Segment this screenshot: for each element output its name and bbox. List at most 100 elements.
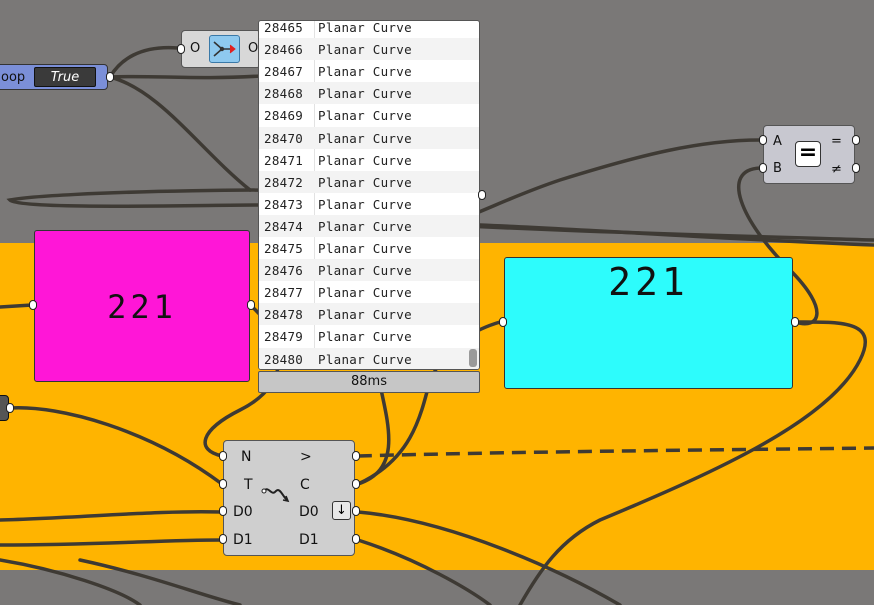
wire xyxy=(478,223,874,247)
panel-scrollbar[interactable] xyxy=(469,349,477,367)
row-index: 28467 xyxy=(264,64,304,80)
output-grip[interactable] xyxy=(352,451,360,461)
wire xyxy=(108,45,180,79)
output-grip[interactable] xyxy=(352,479,360,489)
toggle-label: oop xyxy=(1,70,26,85)
panel-divider xyxy=(314,21,315,369)
row-text: Planar Curve xyxy=(318,64,412,80)
row-text: Planar Curve xyxy=(318,285,412,301)
row-index: 28473 xyxy=(264,196,304,212)
output-grip[interactable] xyxy=(791,317,799,327)
input-b-label: B xyxy=(773,161,782,176)
row-index: 28468 xyxy=(264,86,304,102)
input-grip[interactable] xyxy=(177,44,185,54)
row-index: 28479 xyxy=(264,329,304,345)
output-grip[interactable] xyxy=(6,403,14,413)
input-a-label: A xyxy=(773,134,782,149)
list-item: 28480 Planar Curve xyxy=(259,347,479,369)
row-text: Planar Curve xyxy=(318,86,412,102)
row-text: Planar Curve xyxy=(318,20,412,35)
panel-timer: 88ms xyxy=(258,371,480,393)
wire xyxy=(108,75,252,192)
row-text: Planar Curve xyxy=(318,241,412,256)
output-gt-label: > xyxy=(300,449,312,465)
list-item: 28466 Planar Curve xyxy=(259,38,479,61)
input-grip[interactable] xyxy=(219,534,227,544)
input-t-label: T xyxy=(244,477,253,493)
list-item: 28479 Planar Curve xyxy=(259,325,479,347)
output-grip[interactable] xyxy=(106,72,114,82)
magenta-panel[interactable]: 221 xyxy=(34,230,250,382)
equals-icon: = xyxy=(795,141,821,167)
list-item: 28467 Planar Curve xyxy=(259,60,479,82)
row-text: Planar Curve xyxy=(318,307,412,323)
row-index: 28476 xyxy=(264,263,304,279)
input-grip[interactable] xyxy=(759,163,767,173)
row-text: Planar Curve xyxy=(318,42,412,58)
row-index: 28466 xyxy=(264,42,304,58)
output-d0-label: D0 xyxy=(299,504,319,520)
row-text: Planar Curve xyxy=(318,329,412,345)
magenta-panel-value: 221 xyxy=(107,288,177,326)
row-text: Planar Curve xyxy=(318,351,412,367)
list-item: 28470 Planar Curve xyxy=(259,126,479,149)
row-text: Planar Curve xyxy=(318,130,412,146)
toggle-value[interactable]: True xyxy=(34,67,96,87)
input-grip[interactable] xyxy=(219,451,227,461)
output-c-label: C xyxy=(300,477,310,493)
input-grip[interactable] xyxy=(219,506,227,516)
row-index: 28475 xyxy=(264,241,304,256)
input-grip[interactable] xyxy=(219,479,227,489)
row-text: Planar Curve xyxy=(318,174,412,190)
input-grip[interactable] xyxy=(499,317,507,327)
cyan-panel[interactable]: 221 xyxy=(504,257,793,389)
row-text: Planar Curve xyxy=(318,218,412,234)
shatter-icon xyxy=(209,35,240,63)
equality-component[interactable]: A B = = ≠ xyxy=(763,125,855,184)
list-item: 28476 Planar Curve xyxy=(259,259,479,282)
input-n-label: N xyxy=(241,449,252,465)
row-index: 28472 xyxy=(264,174,304,190)
input-d0-label: D0 xyxy=(233,504,253,520)
output-grip[interactable] xyxy=(352,506,360,516)
top-component[interactable]: O O xyxy=(181,30,261,68)
input-d1-label: D1 xyxy=(233,532,253,548)
row-index: 28469 xyxy=(264,108,304,124)
output-grip[interactable] xyxy=(478,190,486,200)
boolean-toggle[interactable]: oop True xyxy=(0,64,108,90)
flip-arrow-icon[interactable]: ↓ xyxy=(332,501,351,520)
stream-filter-component[interactable]: N T D0 D1 > C D0 D1 ↓ xyxy=(223,440,355,556)
output-d1-label: D1 xyxy=(299,532,319,548)
output-grip[interactable] xyxy=(852,163,860,173)
list-item: 28474 Planar Curve xyxy=(259,214,479,237)
output-grip[interactable] xyxy=(352,534,360,544)
row-text: Planar Curve xyxy=(318,108,412,124)
list-item: 28472 Planar Curve xyxy=(259,170,479,193)
row-index: 28470 xyxy=(264,130,304,146)
row-index: 28465 xyxy=(264,20,304,35)
row-index: 28480 xyxy=(264,351,304,367)
input-grip[interactable] xyxy=(29,300,37,310)
row-text: Planar Curve xyxy=(318,263,412,279)
row-text: Planar Curve xyxy=(318,196,412,212)
output-grip[interactable] xyxy=(852,135,860,145)
output-label: O xyxy=(248,41,259,56)
output-grip[interactable] xyxy=(247,300,255,310)
not-equal-output-label: ≠ xyxy=(831,162,842,177)
row-index: 28471 xyxy=(264,152,304,168)
stream-filter-icon xyxy=(261,483,291,509)
wire xyxy=(108,74,262,80)
list-item: 28473 Planar Curve xyxy=(259,193,479,215)
cyan-panel-value: 221 xyxy=(608,260,689,304)
list-item: 28475 Planar Curve xyxy=(259,237,479,259)
list-item: 28477 Planar Curve xyxy=(259,281,479,303)
list-item: 28469 Planar Curve xyxy=(259,104,479,126)
input-grip[interactable] xyxy=(759,135,767,145)
row-index: 28477 xyxy=(264,285,304,301)
list-item: 28468 Planar Curve xyxy=(259,82,479,105)
row-index: 28474 xyxy=(264,218,304,234)
